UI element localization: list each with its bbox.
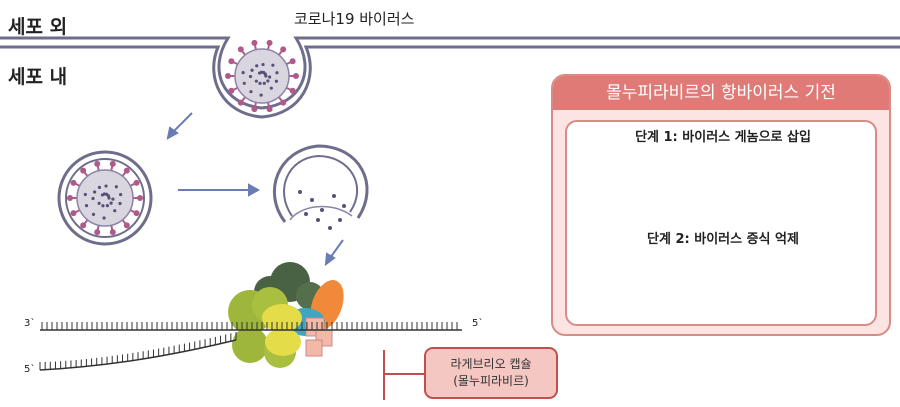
spike-protein <box>228 87 235 94</box>
spike-protein <box>266 106 273 113</box>
capsule-label-box: 라게브리오 캡슐 (몰누피라비르) <box>424 347 558 399</box>
virus-entering <box>225 39 299 113</box>
mechanism-steps: 단계 1: 바이러스 게놈으로 삽입 단계 2: 바이러스 증식 억제 <box>565 120 877 326</box>
spike-protein <box>123 167 130 174</box>
capsule-connector <box>383 350 424 400</box>
rna-fragment <box>328 226 332 230</box>
spike-protein <box>70 210 77 217</box>
spike-protein <box>251 106 258 113</box>
spike-protein <box>266 39 273 46</box>
spike-protein <box>94 229 101 236</box>
strand-end-5prime-left: 5` <box>24 364 36 375</box>
endosome <box>57 150 153 246</box>
rna-fragment <box>320 208 324 212</box>
spike-protein <box>94 160 101 167</box>
spike-protein <box>237 99 244 106</box>
spike-protein <box>67 195 73 201</box>
endosome-release <box>272 144 369 223</box>
spike-protein <box>123 222 130 229</box>
rna-fragment <box>316 218 320 222</box>
rna-fragment <box>304 212 308 216</box>
spike-protein <box>237 46 244 53</box>
spike-protein <box>133 179 140 186</box>
rna-fragment <box>342 204 346 208</box>
step1-label: 단계 1: 바이러스 게놈으로 삽입 <box>635 130 811 145</box>
spike-protein <box>293 73 299 79</box>
spike-protein <box>70 179 77 186</box>
cell-membrane <box>0 36 900 119</box>
rna-strand-top <box>40 322 462 331</box>
strand-end-5prime-right: 5` <box>472 318 484 329</box>
spike-protein <box>228 58 235 65</box>
rna-fragment <box>310 198 314 202</box>
strand-end-3prime: 3` <box>24 318 36 329</box>
virus-in-endosome <box>67 160 143 236</box>
rna-fragment <box>338 218 342 222</box>
spike-protein <box>109 160 116 167</box>
spike-protein <box>225 73 231 79</box>
virus-body <box>234 48 290 104</box>
spike-protein <box>80 167 87 174</box>
arrow-icon <box>166 112 193 140</box>
spike-protein <box>289 87 296 94</box>
polymerase-complex <box>228 262 344 368</box>
spike-protein <box>280 46 287 53</box>
spike-protein <box>289 58 296 65</box>
spike-protein <box>137 195 143 201</box>
spike-protein <box>80 222 87 229</box>
virus-body <box>76 169 134 227</box>
mechanism-panel: 몰누피라비르의 항바이러스 기전 단계 1: 바이러스 게놈으로 삽입 단계 2… <box>551 74 891 336</box>
arrow-icon <box>324 239 344 267</box>
inside-cell-label: 세포 내 <box>8 66 68 88</box>
spike-protein <box>109 229 116 236</box>
mechanism-title: 몰누피라비르의 항바이러스 기전 <box>553 76 889 110</box>
spike-protein <box>133 210 140 217</box>
capsule-name: 라게브리오 캡슐 <box>450 357 532 371</box>
rna-fragment <box>298 190 302 194</box>
rna-strand-bottom <box>39 332 237 371</box>
outside-cell-label: 세포 외 <box>8 16 68 38</box>
viral-rna-fragments <box>289 190 353 230</box>
virus-label: 코로나19 바이러스 <box>294 10 415 28</box>
capsule-drug: (몰누피라비르) <box>453 374 529 388</box>
spike-protein <box>280 99 287 106</box>
arrow-icon <box>178 183 261 197</box>
step2-label: 단계 2: 바이러스 증식 억제 <box>647 232 799 247</box>
spike-protein <box>251 39 258 46</box>
rna-fragment <box>332 194 336 198</box>
